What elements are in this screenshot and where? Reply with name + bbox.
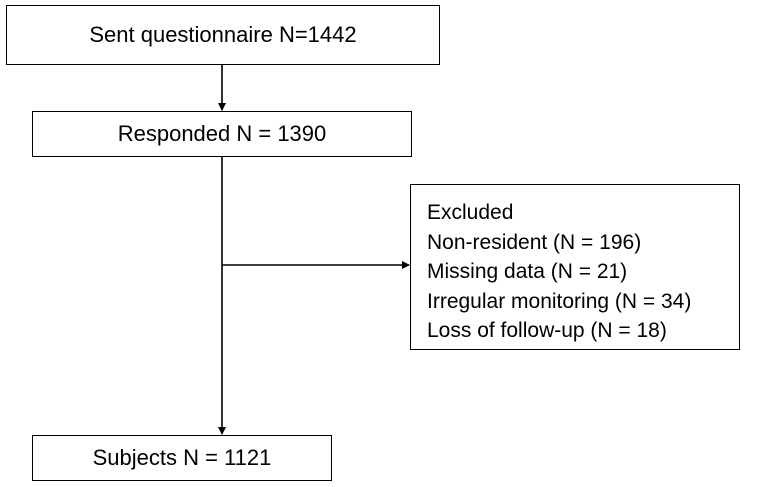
- subjects-box: Subjects N = 1121: [32, 435, 332, 481]
- responded-box: Responded N = 1390: [32, 111, 412, 157]
- sent-questionnaire-box: Sent questionnaire N=1442: [6, 5, 440, 65]
- excluded-box: Excluded Non-resident (N = 196) Missing …: [410, 184, 740, 350]
- excluded-item-non-resident: Non-resident (N = 196): [427, 230, 642, 254]
- sent-questionnaire-label: Sent questionnaire N=1442: [89, 22, 357, 47]
- excluded-item-loss-of-follow-up: Loss of follow-up (N = 18): [427, 319, 667, 342]
- subjects-label: Subjects N = 1121: [92, 445, 272, 470]
- responded-label: Responded N = 1390: [117, 121, 327, 146]
- excluded-item-missing-data: Missing data (N = 21): [427, 260, 628, 283]
- excluded-title: Excluded: [427, 201, 514, 224]
- excluded-item-irregular-monitoring: Irregular monitoring (N = 34): [427, 289, 692, 313]
